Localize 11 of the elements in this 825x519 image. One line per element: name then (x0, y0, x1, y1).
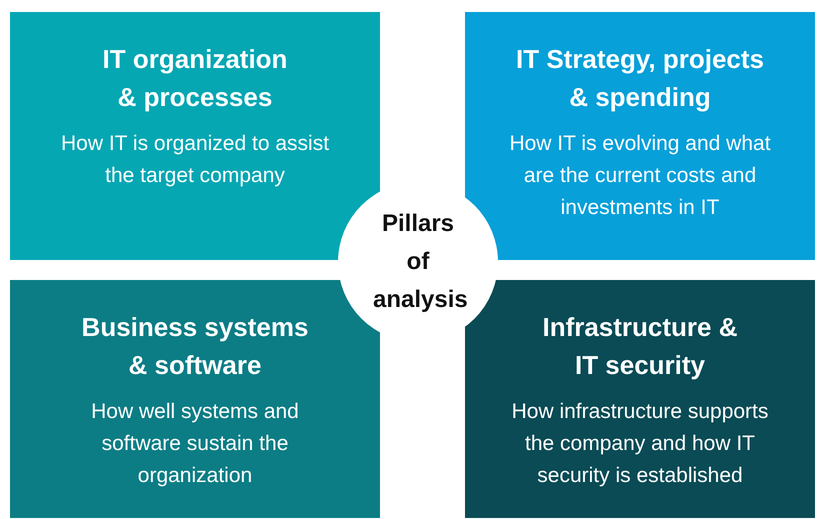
panel-description: How IT is organized to assist the target company (60, 131, 330, 189)
panel-heading: Infrastructure & IT security (541, 311, 739, 382)
pillar-panel (10, 12, 380, 260)
panel-description: How IT is evolving and what are the current costs and investments in IT (508, 131, 772, 221)
pillar-panel (465, 280, 815, 518)
pillar-panel (465, 12, 815, 260)
panel-heading: IT organization & processes (102, 43, 288, 114)
panel-heading: IT Strategy, projects & spending (514, 43, 766, 114)
panel-heading: Business systems & software (80, 311, 310, 382)
panel-description: How well systems and software sustain the organization (90, 399, 300, 489)
panel-description: How infrastructure supports the company and how IT security is established (510, 399, 770, 489)
